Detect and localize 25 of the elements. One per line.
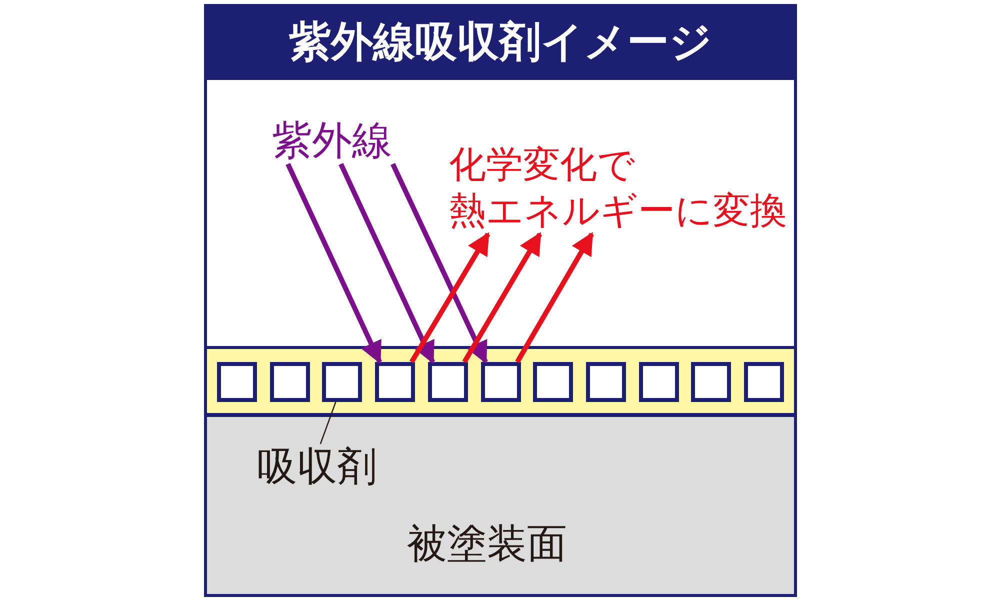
- absorber-particle: [322, 362, 362, 402]
- conversion-label: 化学変化で: [449, 142, 636, 188]
- absorber-label: 吸収剤: [252, 444, 382, 490]
- arrow: [515, 232, 594, 364]
- absorber-particle: [375, 362, 416, 402]
- absorber-particle: [270, 362, 310, 402]
- title-banner: 紫外線吸収剤イメージ: [204, 4, 797, 80]
- conversion-label: 熱エネルギーに変換: [449, 188, 788, 234]
- coated-surface: [204, 414, 797, 597]
- arrow: [462, 232, 542, 364]
- absorber-particle: [480, 362, 520, 402]
- absorber-particle: [586, 362, 626, 402]
- arrow: [390, 162, 488, 364]
- arrow: [409, 232, 490, 364]
- absorber-particle: [217, 362, 257, 402]
- arrow: [286, 162, 382, 364]
- absorber-particle: [638, 362, 679, 402]
- arrow: [338, 162, 435, 364]
- uv-label: 紫外線: [272, 118, 402, 164]
- absorber-particle: [428, 362, 468, 402]
- surface-label: 被塗装面: [407, 521, 567, 567]
- absorber-particle: [691, 362, 732, 402]
- absorber-particle: [533, 362, 574, 402]
- absorber-particle: [744, 362, 784, 402]
- absorber-layer: [204, 346, 797, 416]
